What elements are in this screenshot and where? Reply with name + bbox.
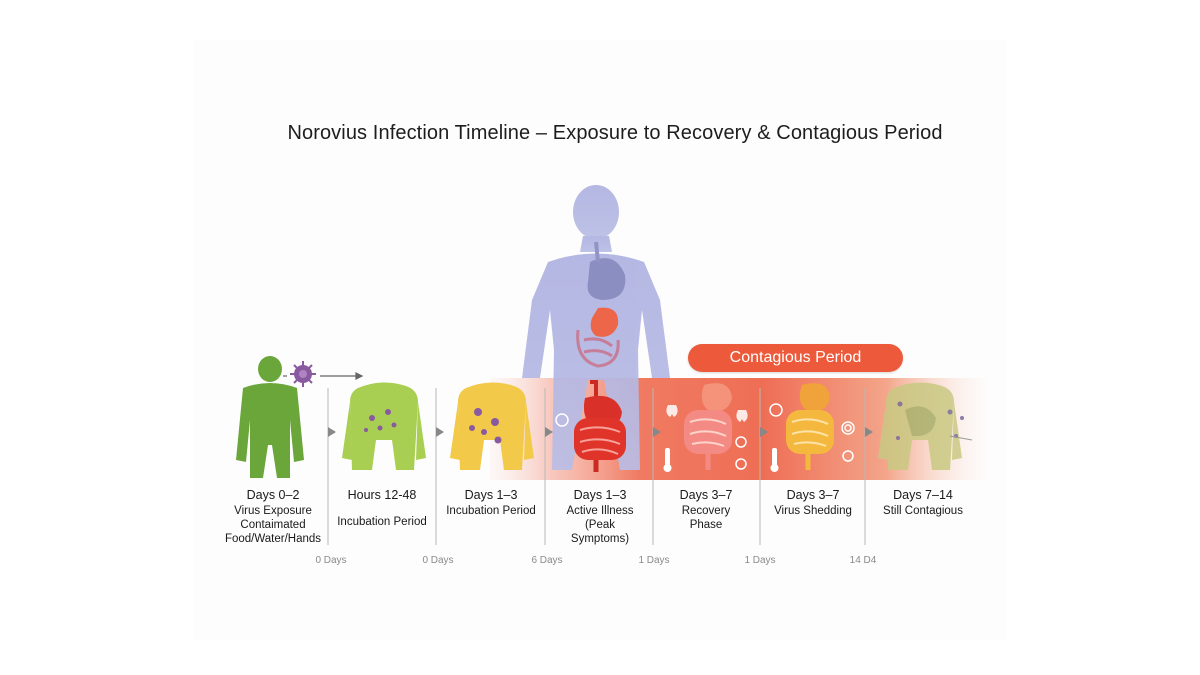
stage-label-2: Hours 12-48 Incubation Period (328, 488, 436, 529)
stage-description: Active Illness (Peak Symptoms) (566, 505, 634, 545)
divider-arrow-icons (328, 427, 873, 437)
stage-description: Still Contagious (883, 505, 963, 517)
page-title: Norovius Infection Timeline – Exposure t… (287, 122, 943, 144)
figure-virus-shedding (769, 383, 855, 472)
thermometer-icon (663, 448, 672, 472)
stage-heading: Days 0–2 (246, 488, 300, 502)
stage-heading: Days 1–3 (573, 488, 627, 502)
tick-label: 1 Days (638, 555, 670, 566)
stage-label-4: Days 1–3 Active Illness (Peak Symptoms) (545, 488, 655, 546)
thermometer-icon-2 (770, 448, 779, 472)
stage-heading: Hours 12-48 (347, 488, 417, 502)
stage-description: Virus Exposure Contaimated Food/Water/Ha… (224, 505, 322, 545)
stage-heading: Days 3–7 (679, 488, 733, 502)
stage-label-1: Days 0–2 Virus Exposure Contaimated Food… (219, 488, 327, 546)
stage-description: Recovery Phase (681, 505, 731, 531)
timeline-dividers (327, 388, 866, 545)
virus-particles-yellow (469, 408, 502, 444)
virus-icon (290, 361, 316, 387)
swirl-icon (735, 436, 747, 470)
stage-heading: Days 3–7 (786, 488, 840, 502)
tick-label: 0 Days (315, 555, 347, 566)
stage-label-7: Days 7–14 Still Contagious (869, 488, 977, 518)
stage-label-6: Days 3–7 Virus Shedding (759, 488, 867, 518)
figure-recovery (663, 383, 748, 472)
figure-exposure (236, 356, 304, 478)
intestine-icon (576, 329, 620, 368)
contagious-period-banner: Contagious Period (688, 344, 903, 372)
stage-description: Incubation Period (446, 505, 536, 517)
stage-label-3: Days 1–3 Incubation Period (437, 488, 545, 518)
figure-still-contagious (878, 382, 973, 470)
figure-incubation-early (342, 382, 426, 470)
large-human-figure (522, 185, 670, 470)
figure-incubation (450, 382, 534, 470)
stage-heading: Days 7–14 (893, 488, 953, 502)
stomach-icon (587, 258, 626, 300)
stage-description: Virus Shedding (774, 505, 852, 517)
stage-description: Incubation Period (337, 516, 427, 528)
swirl-icon-2 (841, 421, 855, 462)
tick-label: 1 Days (744, 555, 776, 566)
virus-particles (364, 409, 397, 432)
tick-label: 0 Days (422, 555, 454, 566)
stage-heading: Days 1–3 (464, 488, 518, 502)
lungs-icon (666, 405, 748, 422)
figure-active-illness (555, 380, 626, 472)
arrow-icon (283, 372, 364, 380)
tick-label: 14 D4 (849, 555, 877, 566)
stage-label-5: Days 3–7 Recovery Phase (652, 488, 760, 532)
tick-label: 6 Days (531, 555, 563, 566)
